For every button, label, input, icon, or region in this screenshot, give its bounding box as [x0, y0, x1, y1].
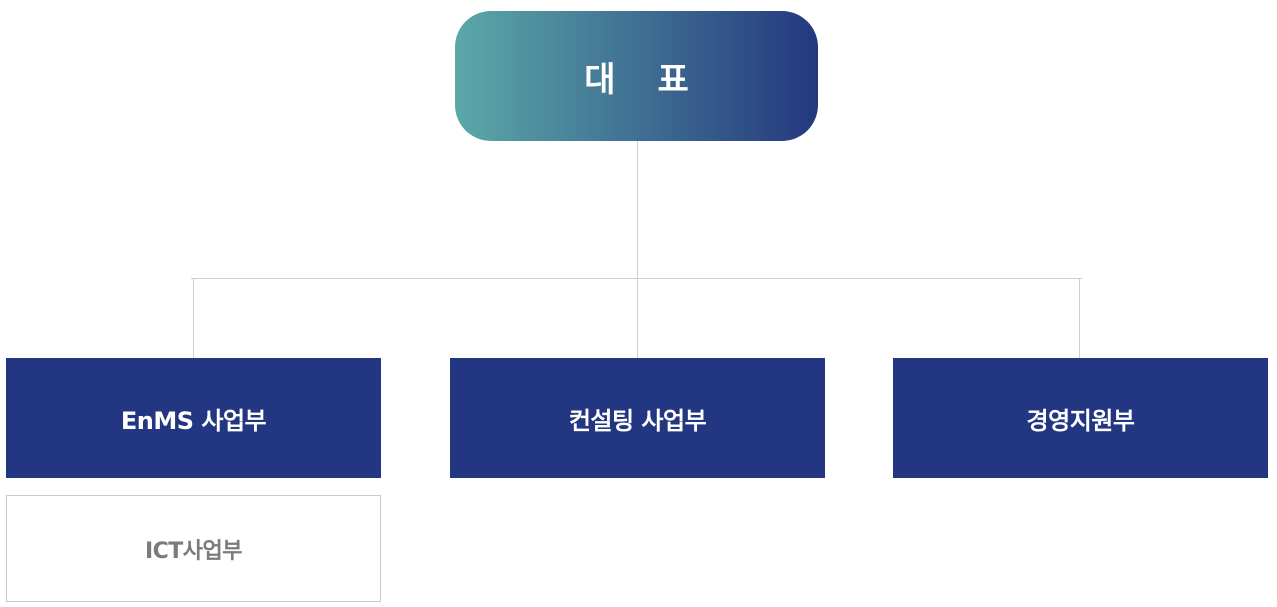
sub-unit-ict-label: ICT사업부 [144, 538, 243, 564]
department-enms: EnMS 사업부 [6, 358, 381, 478]
ceo-box: 대 표 [455, 11, 818, 141]
sub-unit-ict: ICT사업부 [6, 495, 381, 602]
department-enms-label: EnMS 사업부 [120, 406, 267, 435]
department-consulting-label: 컨설팅 사업부 [568, 406, 707, 435]
connector-horizontal-bus [191, 278, 1082, 279]
ceo-label-char-2: 표 [657, 59, 689, 100]
department-consulting: 컨설팅 사업부 [450, 358, 825, 478]
connector-dept-1 [193, 278, 194, 358]
department-management-support-label: 경영지원부 [1026, 406, 1135, 435]
connector-ceo-vertical [637, 141, 638, 278]
department-management-support: 경영지원부 [893, 358, 1268, 478]
connector-dept-3 [1079, 278, 1080, 358]
connector-dept-2 [637, 278, 638, 358]
ceo-label-char-1: 대 [584, 59, 616, 100]
